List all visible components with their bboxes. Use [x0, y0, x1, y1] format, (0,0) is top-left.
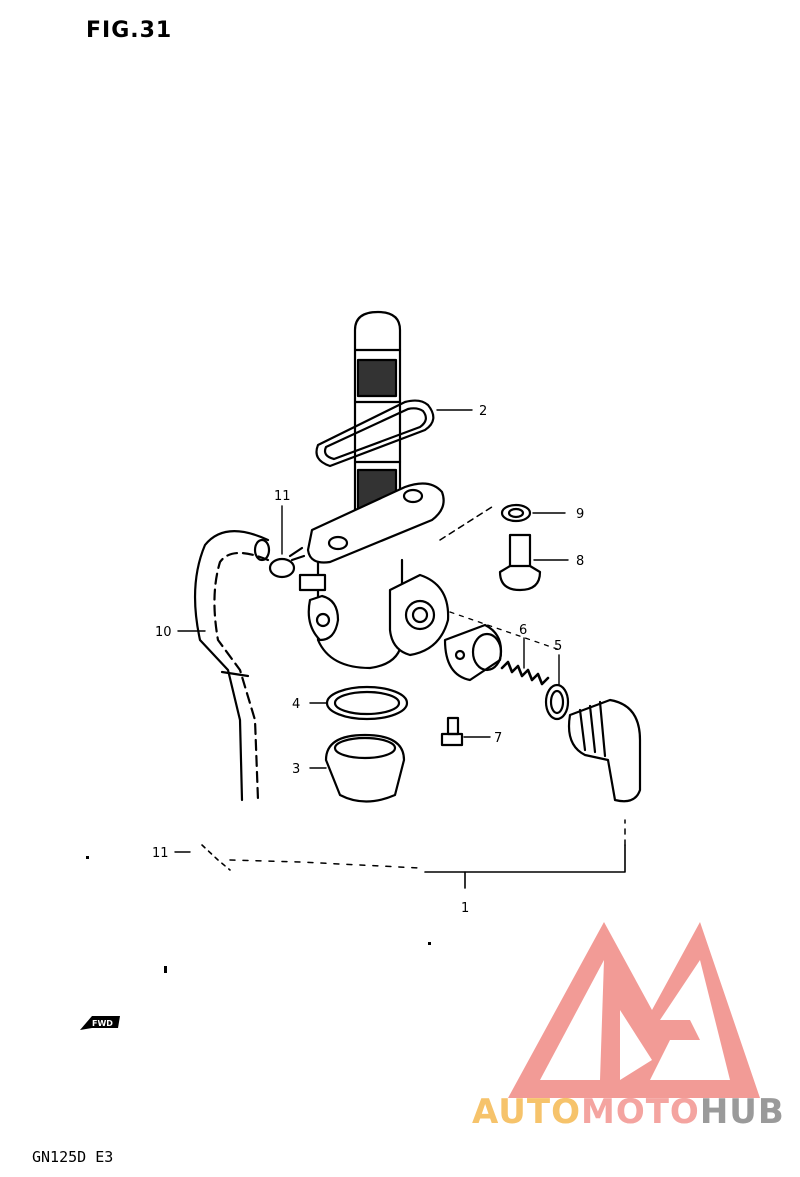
callout-3: 3 — [292, 762, 300, 777]
callout-4: 4 — [292, 697, 300, 712]
callout-6: 6 — [519, 623, 527, 638]
gasket-part-2 — [315, 399, 435, 468]
fuel-cup-part-3 — [324, 733, 406, 803]
fuel-cock-body — [298, 482, 450, 670]
callout-1: 1 — [461, 901, 469, 916]
fwd-arrow-icon: FWD — [80, 1016, 120, 1030]
watermark-text: AUTOMOTOHUB — [472, 1092, 785, 1132]
fwd-label: FWD — [92, 1019, 113, 1028]
callout-5: 5 — [554, 639, 562, 654]
model-code: GN125D E3 — [32, 1148, 114, 1166]
callout-9: 9 — [576, 507, 584, 522]
watermark-moto: MOTO — [580, 1092, 700, 1132]
callout-7: 7 — [494, 731, 502, 746]
o-ring-part-5 — [544, 683, 570, 721]
watermark-hub: HUB — [699, 1092, 785, 1132]
callout-2: 2 — [479, 404, 487, 419]
figure-title: FIG.31 — [86, 18, 173, 43]
fuel-hose-part-10 — [193, 530, 271, 802]
screw-part-7 — [440, 716, 464, 747]
fuel-strainer-tube — [353, 310, 402, 532]
washer-part-9 — [500, 503, 532, 523]
automotohub-logo-icon — [508, 922, 760, 1098]
watermark-auto: AUTO — [472, 1092, 581, 1132]
callout-11-bottom: 11 — [152, 846, 169, 861]
valve-lever-core — [443, 623, 503, 682]
callout-8: 8 — [576, 554, 584, 569]
fuel-cock-lever — [567, 698, 642, 803]
callout-10: 10 — [155, 625, 172, 640]
callout-11-top: 11 — [274, 489, 291, 504]
spring-part-6 — [500, 660, 550, 686]
bolt-part-8 — [498, 533, 542, 592]
hose-clamp-part-11 — [268, 557, 296, 579]
